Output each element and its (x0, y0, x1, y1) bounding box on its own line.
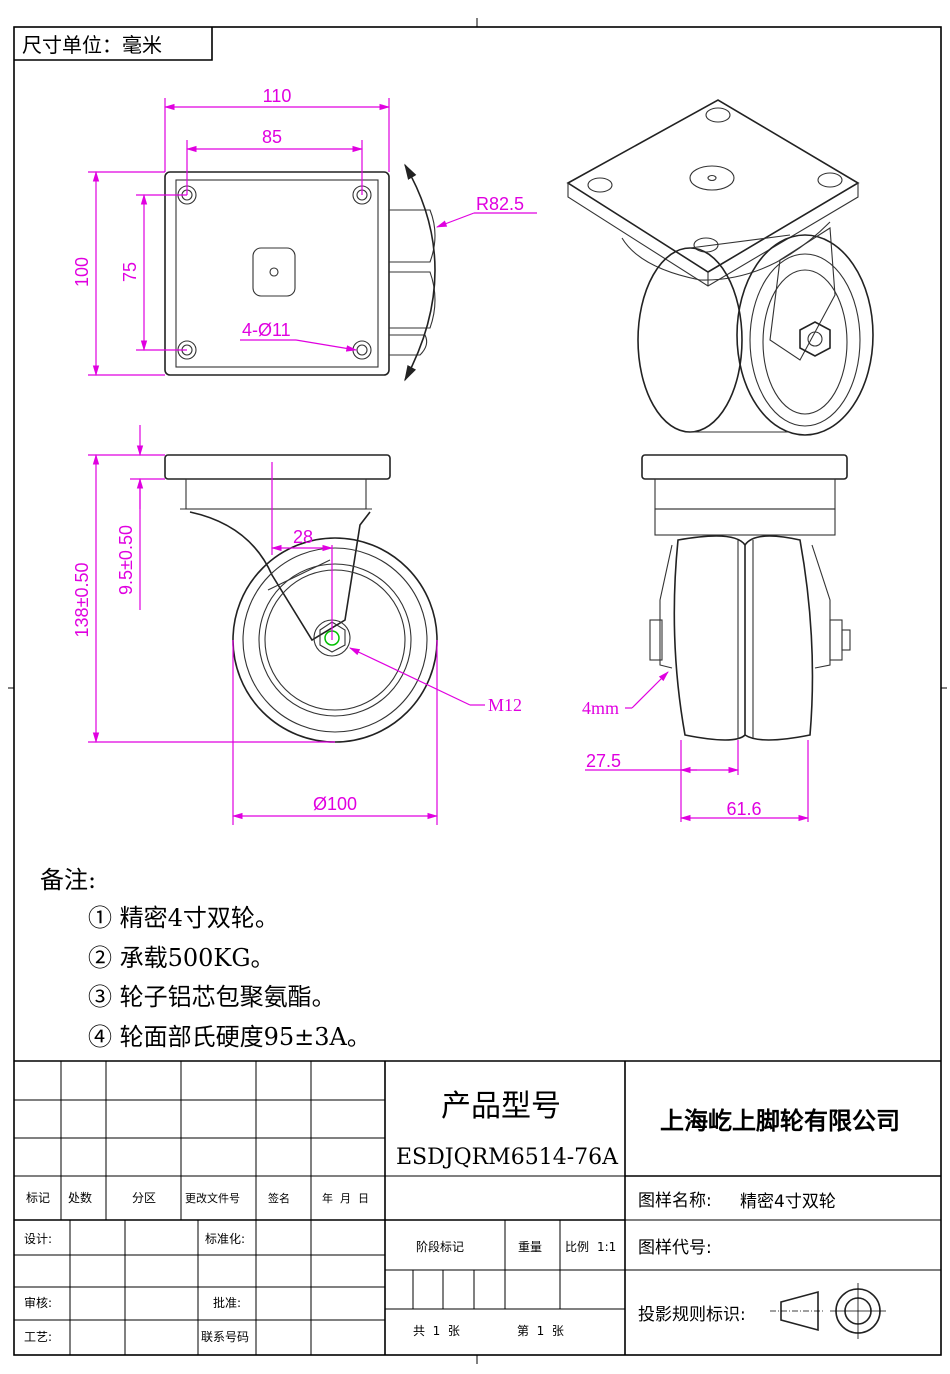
note-item-2: ② 承载500KG。 (88, 944, 275, 972)
label-standard: 标准化: (205, 1232, 245, 1246)
dim-axle: M12 (488, 695, 522, 715)
label-stage-mark: 阶段标记 (416, 1239, 464, 1254)
label-process: 工艺: (24, 1330, 52, 1344)
notes-title: 备注: (40, 866, 96, 894)
dim-plate-thickness: 9.5±0.50 (116, 525, 136, 595)
label-scale: 比例 (565, 1240, 589, 1254)
title-block: 标记 处数 分区 更改文件号 签名 年 月 日 设计: 标准化: 审核: 批准:… (14, 1060, 941, 1355)
dim-washer: 4mm (582, 698, 619, 718)
dim-hole-spacing-x: 85 (262, 127, 282, 147)
projection-label: 投影规则标识: (638, 1305, 746, 1325)
dim-swivel-radius: R82.5 (476, 194, 524, 214)
dim-top-height: 100 (72, 257, 92, 287)
company-name: 上海屹上脚轮有限公司 (660, 1107, 900, 1135)
top-view (164, 163, 436, 382)
dim-wheel-diameter: Ø100 (313, 794, 357, 814)
note-item-1: ① 精密4寸双轮。 (88, 904, 279, 932)
unit-label: 尺寸单位：毫米 (22, 33, 162, 57)
dim-offset: 28 (293, 527, 313, 547)
projection-symbol-icon (770, 1283, 886, 1339)
front-view (164, 454, 438, 743)
rev-header-date: 年 月 日 (322, 1191, 369, 1205)
side-view-dimensions: 4mm 27.5 61.6 (582, 671, 810, 822)
drawing-name-label: 图样名称: (638, 1191, 712, 1211)
isometric-view (566, 99, 874, 436)
scale-value: 1:1 (597, 1240, 616, 1254)
side-view (641, 454, 851, 741)
rev-header-doc: 更改文件号 (185, 1191, 240, 1205)
note-item-4: ④ 轮面部氏硬度95±3A。 (88, 1023, 371, 1051)
top-view-dimensions: 110 85 100 75 R82.5 4-Ø11 (72, 86, 537, 377)
rev-header-zone: 分区 (132, 1191, 156, 1205)
unit-label-box: 尺寸单位：毫米 (14, 27, 213, 61)
note-item-3: ③ 轮子铝芯包聚氨酯。 (88, 983, 336, 1011)
drawing-name: 精密4寸双轮 (740, 1192, 836, 1212)
label-review: 审核: (24, 1295, 52, 1310)
dim-hole-spacing-y: 75 (120, 262, 140, 282)
dim-overall-width: 61.6 (726, 799, 761, 819)
rev-header-count: 处数 (68, 1190, 92, 1205)
notes: 备注: ① 精密4寸双轮。 ② 承载500KG。 ③ 轮子铝芯包聚氨酯。 ④ 轮… (40, 866, 371, 1051)
front-view-dimensions: 138±0.50 9.5±0.50 28 M12 Ø100 (72, 425, 522, 825)
dim-single-width: 27.5 (586, 751, 621, 771)
label-weight: 重量 (518, 1240, 542, 1254)
drawing-code-label: 图样代号: (638, 1238, 712, 1258)
label-design: 设计: (24, 1232, 52, 1246)
dim-top-width: 110 (263, 86, 292, 106)
product-model-label: 产品型号 (441, 1089, 561, 1124)
rev-header-sign: 签名 (268, 1191, 290, 1205)
sheet-number: 第 1 张 (517, 1324, 564, 1338)
sheets-total: 共 1 张 (413, 1324, 460, 1338)
product-model: ESDJQRM6514-76A (396, 1145, 619, 1170)
dim-holes: 4-Ø11 (242, 320, 291, 340)
dim-total-height: 138±0.50 (72, 563, 92, 638)
rev-header-mark: 标记 (26, 1191, 50, 1205)
label-contact: 联系号码 (201, 1330, 249, 1344)
label-approve: 批准: (213, 1295, 241, 1310)
